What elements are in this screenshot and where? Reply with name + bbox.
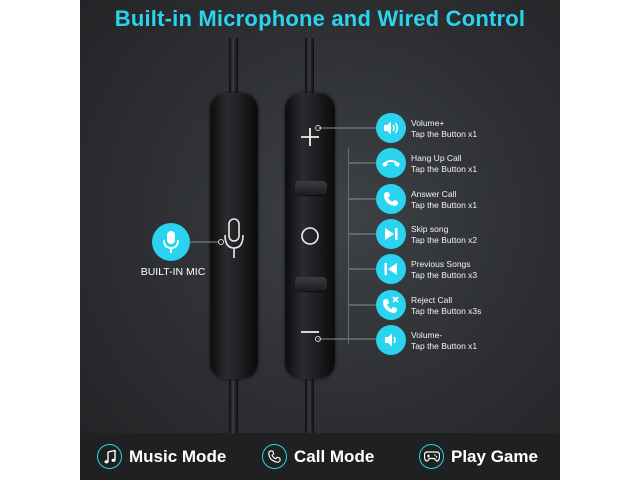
page-title: Built-in Microphone and Wired Control xyxy=(114,6,526,31)
control-remote-body xyxy=(285,93,335,379)
microphone-icon xyxy=(163,231,179,253)
hang-up-icon xyxy=(376,148,406,178)
feature-action-skip-song: Tap the Button x2 xyxy=(411,235,478,245)
feature-action-reject-call: Tap the Button x3s xyxy=(411,306,482,316)
mic-badge xyxy=(152,223,190,261)
circle-icon[interactable] xyxy=(300,226,320,246)
product-panel: Built-in Microphone and Wired Control xyxy=(80,0,560,480)
mode-label-call: Call Mode xyxy=(294,446,375,466)
skip-next-icon xyxy=(376,219,406,249)
minus-icon[interactable] xyxy=(299,321,321,343)
gamepad-icon xyxy=(419,444,444,469)
mode-bar: Music Mode Call Mode Play Game xyxy=(80,433,560,480)
phone-icon xyxy=(262,444,287,469)
skip-previous-icon xyxy=(376,254,406,284)
feature-name-hang-up: Hang Up Call xyxy=(411,153,462,163)
mode-music: Music Mode xyxy=(97,433,226,480)
remote-button-lower[interactable] xyxy=(295,277,327,291)
mic-cable-top xyxy=(229,38,238,96)
feature-name-volume-down: Volume- xyxy=(411,330,443,340)
mode-label-game: Play Game xyxy=(451,446,538,466)
control-cable-bottom xyxy=(305,376,314,436)
feature-action-answer-call: Tap the Button x1 xyxy=(411,200,478,210)
feature-action-previous-songs: Tap the Button x3 xyxy=(411,270,478,280)
answer-call-icon xyxy=(376,184,406,214)
reject-call-icon xyxy=(376,290,406,320)
feature-action-volume-up: Tap the Button x1 xyxy=(411,129,478,139)
feature-name-skip-song: Skip song xyxy=(411,224,449,234)
mic-remote-body xyxy=(210,93,258,379)
music-note-icon xyxy=(97,444,122,469)
connector-lines xyxy=(190,125,376,342)
feature-name-reject-call: Reject Call xyxy=(411,295,453,305)
mic-label: BUILT-IN MIC xyxy=(140,266,206,278)
microphone-outline-icon xyxy=(224,218,244,258)
feature-name-answer-call: Answer Call xyxy=(411,189,457,199)
feature-name-previous-songs: Previous Songs xyxy=(411,259,471,269)
feature-name-volume-up: Volume+ xyxy=(411,118,445,128)
feature-action-hang-up: Tap the Button x1 xyxy=(411,164,478,174)
mode-label-music: Music Mode xyxy=(129,446,227,466)
mic-cable-bottom xyxy=(229,376,238,436)
mode-call: Call Mode xyxy=(262,433,374,480)
mode-game: Play Game xyxy=(419,433,538,480)
volume-down-icon xyxy=(376,325,406,355)
function-bracket xyxy=(342,148,349,344)
feature-action-volume-down: Tap the Button x1 xyxy=(411,341,478,351)
remote-button-upper[interactable] xyxy=(295,181,327,195)
volume-up-icon xyxy=(376,113,406,143)
plus-icon[interactable] xyxy=(299,126,321,148)
control-cable-top xyxy=(305,38,314,96)
